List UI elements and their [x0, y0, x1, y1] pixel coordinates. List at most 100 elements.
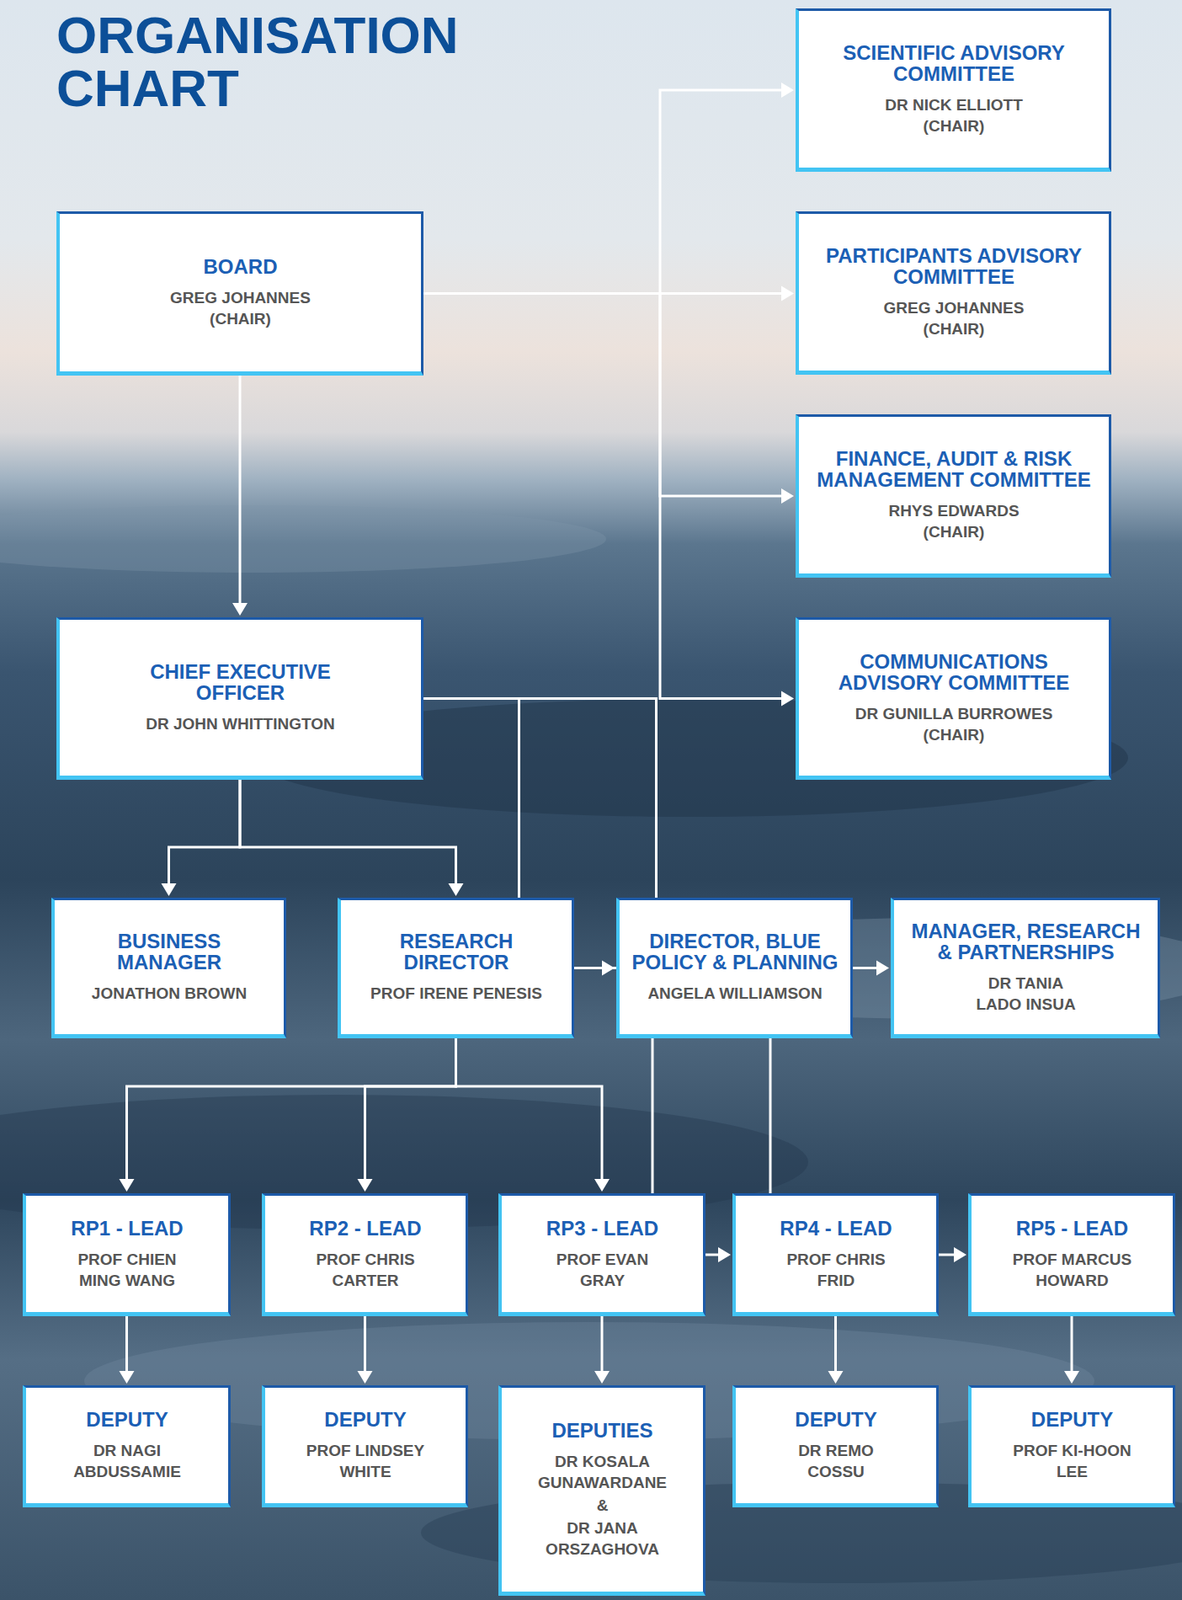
person-name: DR NICK ELLIOTT (CHAIR) [867, 94, 1041, 137]
box-heading: DEPUTY [794, 1408, 877, 1430]
arrow-head [781, 488, 794, 504]
box-heading: BUSINESS MANAGER [85, 930, 254, 973]
org-box: DEPUTY PROF LINDSEY WHITE [261, 1384, 469, 1507]
connector-line [456, 1038, 603, 1180]
person-name: & [596, 1494, 609, 1516]
arrow-head [718, 1246, 731, 1262]
box-heading: SCIENTIFIC ADVISORY COMMITTEE [810, 42, 1097, 85]
connector-line [239, 375, 242, 604]
connector [357, 1038, 457, 1192]
connector-line [365, 1038, 457, 1180]
wave-highlight [0, 505, 607, 573]
connector [161, 779, 241, 896]
person-name: DR GUNILLA BURROWES (CHAIR) [838, 702, 1071, 746]
arrow-head [357, 1178, 373, 1192]
org-box: FINANCE, AUDIT & RISK MANAGEMENT COMMITT… [795, 414, 1112, 578]
arrow-head [161, 883, 177, 896]
arrow-head [1064, 1370, 1080, 1384]
connector [828, 1315, 844, 1384]
arrow-head [594, 1370, 610, 1384]
connector [456, 1038, 611, 1192]
org-box: DEPUTY DR NAGI ABDUSSAMIE [22, 1384, 231, 1507]
box-heading: DEPUTY [324, 1408, 406, 1430]
connector [119, 1315, 135, 1384]
connector [594, 1315, 610, 1384]
arrow-head [781, 286, 794, 302]
person-name: ANGELA WILLIAMSON [647, 982, 822, 1004]
org-box: DEPUTIES DR KOSALA GUNAWARDANE&DR JANA OR… [498, 1384, 706, 1596]
org-box: RP2 - LEAD PROF CHRIS CARTER [261, 1192, 469, 1316]
arrow-head [448, 883, 464, 896]
org-box: BOARDGREG JOHANNES (CHAIR) [56, 211, 424, 376]
person-name: PROF EVAN GRAY [537, 1248, 667, 1291]
box-heading: DEPUTIES [551, 1419, 653, 1441]
arrow-head [876, 960, 890, 976]
org-box: RP3 - LEAD PROF EVAN GRAY [498, 1192, 706, 1316]
person-name: DR NAGI ABDUSSAMIE [63, 1439, 192, 1482]
arrow-head [781, 82, 794, 98]
connector-line [125, 1315, 128, 1372]
connector [239, 779, 464, 896]
person-name: PROF CHRIS FRID [772, 1248, 901, 1291]
box-heading: RP1 - LEAD [70, 1217, 183, 1239]
person-name: DR REMO COSSU [772, 1439, 901, 1482]
chart-title: ORGANISATION CHART [56, 8, 512, 115]
connector-line [423, 293, 783, 497]
org-box: RP5 - LEAD PROF MARCUS HOWARD [968, 1192, 1176, 1316]
org-box: SCIENTIFIC ADVISORY COMMITTEE DR NICK ELL… [795, 8, 1112, 172]
person-name: PROF CHRIS CARTER [301, 1248, 431, 1291]
connector-line [127, 1038, 457, 1180]
arrow-head [828, 1370, 844, 1384]
connector [1064, 1315, 1080, 1384]
org-box: DIRECTOR, BLUE POLICY & PLANNING ANGELA W… [616, 897, 853, 1039]
org-box: PARTICIPANTS ADVISORY COMMITTEEGREG JOHA… [795, 211, 1112, 375]
connector-line [363, 1315, 367, 1372]
connector [423, 293, 794, 707]
connector-line [169, 779, 241, 884]
box-heading: BOARD [203, 255, 278, 277]
org-box: RP4 - LEADPROF CHRIS FRID [732, 1192, 939, 1316]
org-box: CHIEF EXECUTIVE OFFICERDR JOHN WHITTINGT… [56, 617, 424, 780]
arrow-head [781, 691, 794, 707]
person-name: PROF MARCUS HOWARD [1007, 1248, 1137, 1291]
person-name: DR KOSALA GUNAWARDANE [532, 1450, 672, 1493]
connector [232, 375, 248, 616]
org-box: DEPUTY PROF KI-HOON LEE [968, 1384, 1176, 1507]
box-heading: DEPUTY [85, 1408, 168, 1430]
box-heading: DEPUTY [1031, 1408, 1113, 1430]
connector [119, 1038, 457, 1192]
person-name: GREG JOHANNES (CHAIR) [867, 297, 1041, 340]
box-heading: RP3 - LEAD [546, 1217, 659, 1239]
person-name: PROF LINDSEY WHITE [301, 1439, 431, 1482]
connector-line [834, 1315, 837, 1372]
box-heading: DIRECTOR, BLUE POLICY & PLANNING [628, 930, 842, 973]
person-name: DR JANA ORSZAGHOVA [532, 1517, 672, 1560]
person-name: PROF CHIEN MING WANG [63, 1248, 192, 1291]
org-box: BUSINESS MANAGERJONATHON BROWN [51, 897, 287, 1039]
arrow-head [357, 1370, 373, 1384]
box-heading: RESEARCH DIRECTOR [372, 930, 541, 973]
connector [357, 1315, 373, 1384]
wave-highlight [84, 1321, 1095, 1440]
arrow-head [119, 1178, 135, 1192]
connector [423, 293, 794, 505]
box-heading: FINANCE, AUDIT & RISK MANAGEMENT COMMITT… [810, 447, 1097, 490]
org-box: COMMUNICATIONS ADVISORY COMMITTEE DR GUNI… [795, 617, 1112, 780]
person-name: PROF KI-HOON LEE [1007, 1439, 1137, 1482]
person-name: PROF IRENE PENESIS [370, 982, 543, 1004]
org-box: RP1 - LEAD PROF CHIEN MING WANG [22, 1192, 231, 1316]
connector-line [423, 293, 783, 699]
arrow-head [594, 1178, 610, 1192]
org-box: RESEARCH DIRECTOR PROF IRENE PENESIS [337, 897, 575, 1039]
connector-line [423, 90, 783, 294]
arrow-head [232, 602, 248, 616]
box-heading: RP5 - LEAD [1016, 1217, 1129, 1239]
org-box: DEPUTY DR REMO COSSU [732, 1384, 939, 1507]
person-name: DR JOHN WHITTINGTON [145, 713, 335, 735]
box-heading: COMMUNICATIONS ADVISORY COMMITTEE [810, 650, 1097, 693]
box-heading: RP2 - LEAD [308, 1217, 421, 1239]
org-box: MANAGER, RESEARCH & PARTNERSHIPSDR TANIA… [890, 897, 1161, 1039]
box-heading: MANAGER, RESEARCH & PARTNERSHIPS [904, 920, 1149, 963]
